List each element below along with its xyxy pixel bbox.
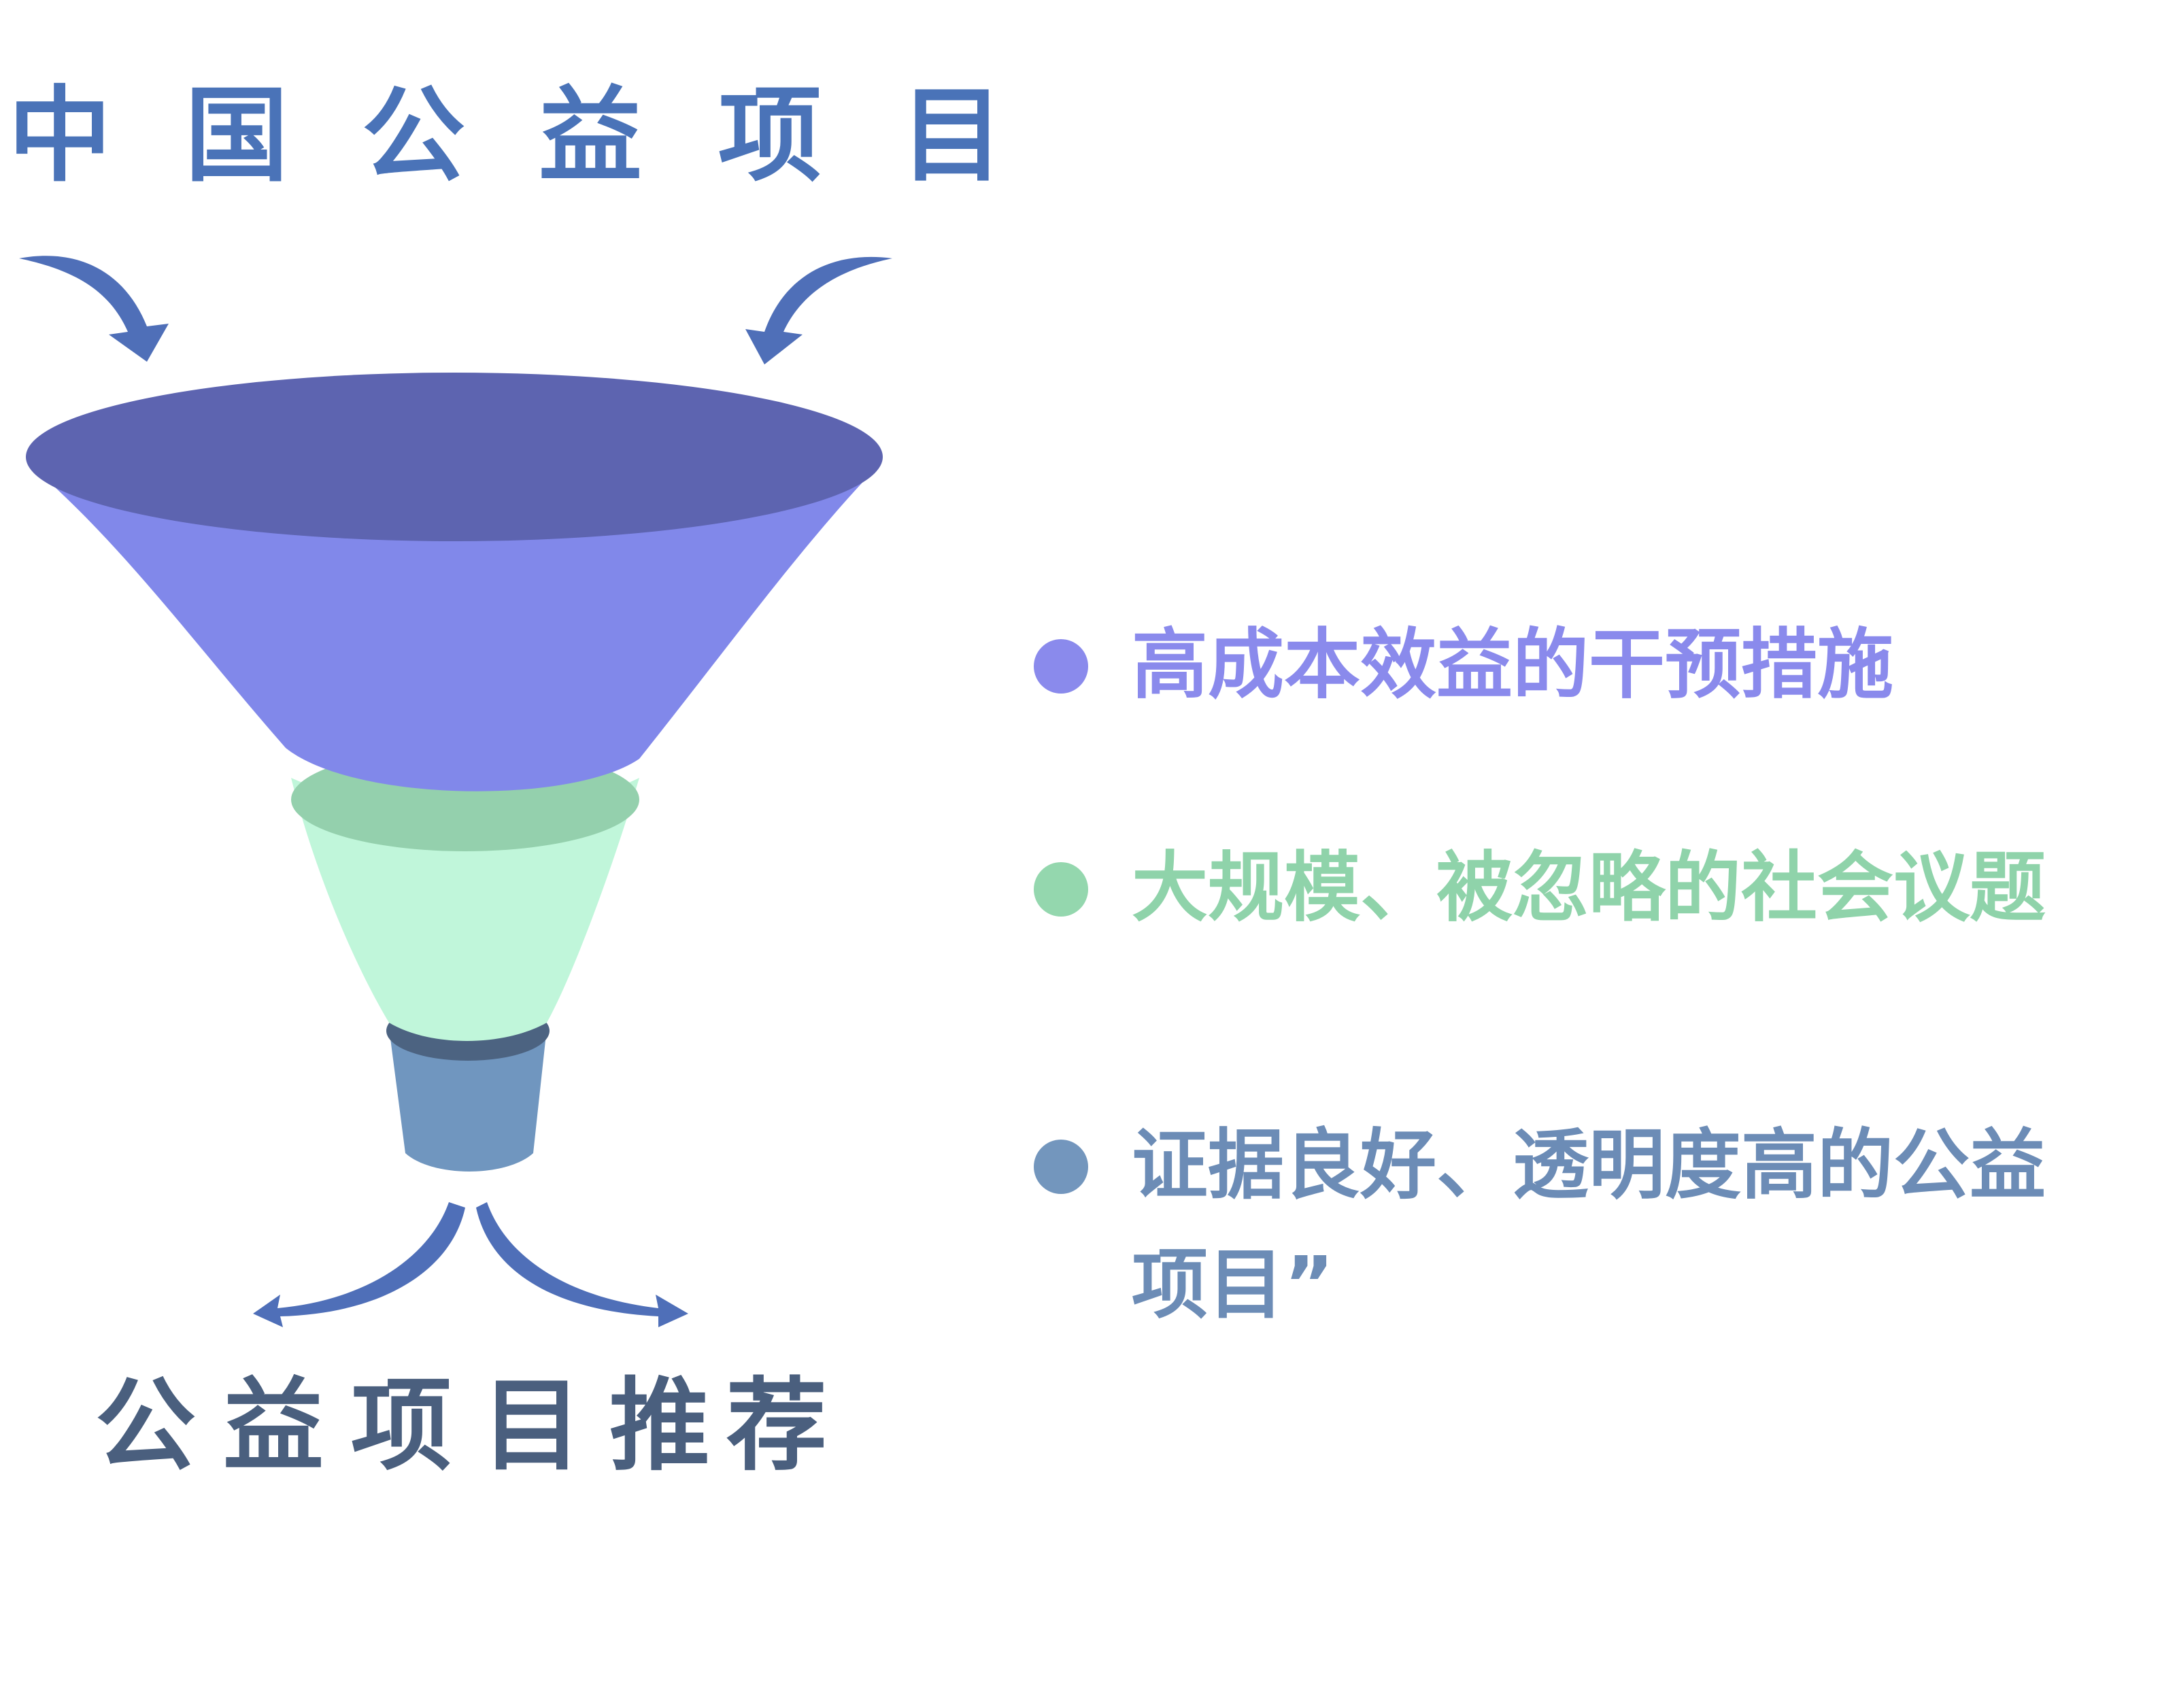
legend-bullet	[1034, 639, 1088, 694]
top-title-char: 益	[539, 75, 642, 196]
bottom-title-char: 推	[609, 1368, 710, 1485]
bottom-title-char: 目	[482, 1368, 582, 1485]
incoming-arrow-right-icon	[745, 256, 892, 364]
legend-bullet	[1034, 862, 1088, 917]
funnel-bottom-segment	[389, 1028, 547, 1172]
bottom-title-char: 益	[223, 1368, 324, 1485]
incoming-arrow-left-icon	[19, 256, 169, 362]
outgoing-arrow-left-icon	[253, 1202, 465, 1327]
top-title-char: 项	[718, 75, 822, 196]
legend-label: 大规模、被忽略的社会议题	[1132, 844, 2046, 933]
legend-label: 证据良好、透明度高的公益	[1132, 1122, 2046, 1210]
outgoing-arrow-right-icon	[476, 1202, 688, 1327]
bottom-title-char: 公	[95, 1368, 196, 1485]
bottom-title-char: 荐	[726, 1368, 827, 1485]
legend-label: 高成本效益的干预措施	[1132, 621, 1893, 710]
bottom-title-char: 项	[351, 1368, 452, 1485]
legend-label-continued: 项目”	[1132, 1242, 1334, 1330]
top-title-char: 公	[362, 75, 465, 196]
top-title-char: 国	[185, 75, 288, 196]
funnel-top-opening	[26, 373, 883, 541]
legend-bullet	[1034, 1140, 1088, 1194]
funnel-top-segment	[27, 462, 881, 791]
top-title-char: 目	[900, 75, 1004, 196]
funnel-graphic	[19, 256, 892, 1327]
top-title-char: 中	[8, 75, 112, 196]
